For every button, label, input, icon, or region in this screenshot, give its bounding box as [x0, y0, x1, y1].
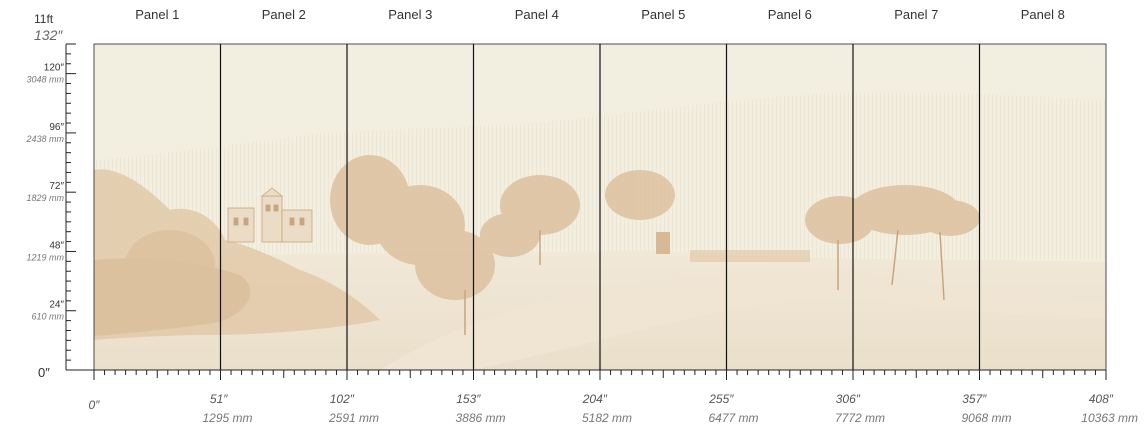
left-in-label: 120″: [44, 63, 65, 74]
left-mm-label: 2438 mm: [25, 134, 64, 144]
left-zero-label: 0″: [38, 365, 50, 380]
left-top-ft-label: 11ft: [34, 12, 54, 26]
panel-label: Panel 8: [1021, 7, 1065, 22]
panel-label: Panel 7: [894, 7, 938, 22]
villa-building: [227, 187, 313, 243]
bottom-in-label: 255″: [708, 392, 734, 406]
left-in-label: 24″: [49, 300, 64, 311]
bottom-mm-label: 6477 mm: [708, 411, 758, 425]
bottom-mm-label: 5182 mm: [582, 411, 632, 425]
tree-trunks: [464, 229, 945, 335]
bottom-zero-label: 0″: [89, 398, 101, 412]
bottom-in-label: 51″: [210, 392, 228, 406]
bottom-in-label: 306″: [836, 392, 861, 406]
bottom-in-label: 357″: [962, 392, 987, 406]
left-top-in-label: 132″: [34, 27, 63, 43]
left-mm-label: 1829 mm: [26, 193, 64, 203]
panel-label: Panel 3: [388, 7, 432, 22]
bottom-mm-label: 1295 mm: [202, 411, 252, 425]
panel-label: Panel 1: [135, 7, 179, 22]
bottom-mm-label: 7772 mm: [835, 411, 885, 425]
distant-tower: [656, 232, 670, 254]
panel-label: Panel 6: [768, 7, 812, 22]
bottom-mm-label: 9068 mm: [961, 411, 1011, 425]
bottom-in-label: 153″: [456, 392, 481, 406]
panel-label: Panel 2: [262, 7, 306, 22]
bottom-ruler-ticks: [93, 370, 1107, 380]
left-mm-label: 3048 mm: [26, 75, 64, 85]
left-in-label: 96″: [49, 122, 64, 133]
left-in-label: 72″: [49, 181, 64, 192]
panel-label: Panel 5: [641, 7, 685, 22]
bottom-in-label: 408″: [1089, 392, 1114, 406]
left-ruler-labels: 120″3048 mm 96″2438 mm 72″1829 mm 48″1219 m…: [25, 63, 64, 322]
panel-label: Panel 4: [515, 7, 559, 22]
left-in-label: 48″: [49, 240, 64, 251]
bottom-in-label: 102″: [330, 392, 355, 406]
left-mm-label: 1219 mm: [26, 252, 64, 262]
distant-wall: [690, 250, 810, 262]
garden-path: [380, 269, 1106, 370]
left-ruler: 11ft 132″ 0″ 120″3048 mm 96″2438 mm 72″182…: [25, 12, 76, 380]
bottom-mm-label: 3886 mm: [455, 411, 505, 425]
panel-dividers: [219, 44, 981, 370]
trees: [125, 155, 980, 300]
bottom-mm-label: 2591 mm: [328, 411, 379, 425]
left-ruler-ticks: [66, 43, 76, 371]
bottom-mm-label: 10363 mm: [1081, 411, 1138, 425]
bottom-ruler-labels: 51″ 1295 mm 102″ 2591 mm 153″ 3886 mm 204″ 5182…: [202, 392, 1138, 425]
left-mm-label: 610 mm: [31, 312, 64, 322]
panel-labels: Panel 1 Panel 2 Panel 3 Panel 4 Panel 5 Panel…: [135, 7, 1065, 22]
bottom-in-label: 204″: [582, 392, 608, 406]
